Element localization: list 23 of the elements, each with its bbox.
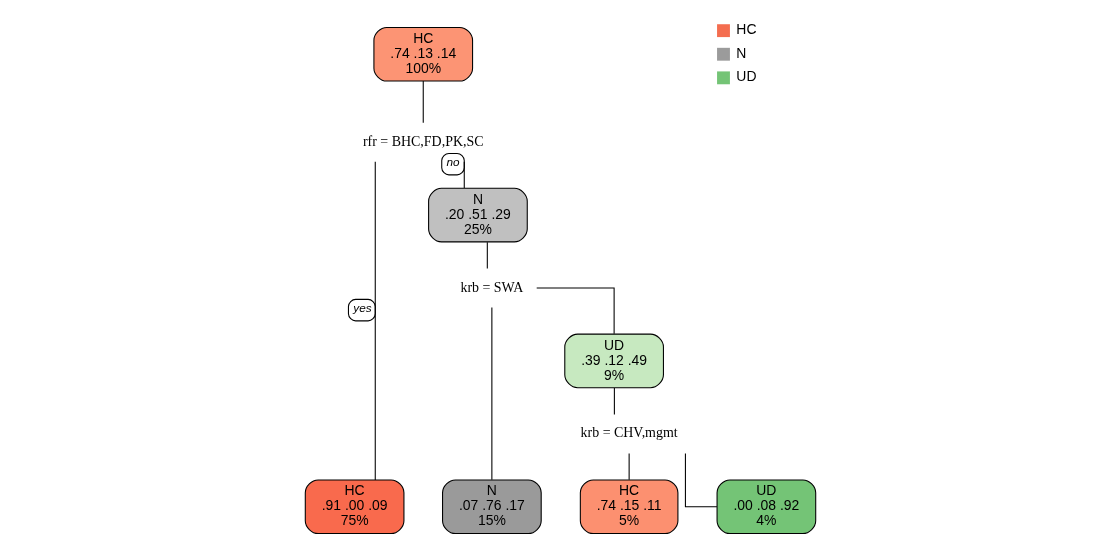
- connector: [490, 306, 492, 481]
- connector: [535, 287, 615, 335]
- node-text: rfr = BHC,FD,PK,SC: [362, 133, 484, 149]
- connector: [628, 452, 630, 481]
- legend-label: HC: [735, 21, 756, 38]
- connector: [422, 80, 424, 124]
- edge-label: no: [446, 155, 460, 169]
- node-text: krb = SWA: [459, 279, 523, 295]
- node-box: N .20 .51 .29 25%: [427, 187, 528, 243]
- node-box: UD .00 .08 .92 4%: [716, 479, 816, 535]
- node-box: HC .91 .00 .09 75%: [304, 479, 404, 535]
- connector: [486, 241, 488, 270]
- node-box: HC .74 .13 .14 100%: [372, 26, 473, 82]
- node-box: UD .39 .12 .49 9%: [563, 333, 664, 389]
- legend-label: UD: [735, 68, 756, 85]
- legend-label: N: [735, 44, 746, 61]
- edge-label: yes: [352, 301, 372, 315]
- node-box: HC .74 .15 .11 5%: [579, 479, 678, 535]
- node-text: krb = CHV,mgmt: [580, 425, 678, 441]
- node-box: N .07 .76 .17 15%: [441, 479, 542, 535]
- connector: [684, 452, 717, 508]
- connector: [374, 161, 376, 481]
- connector: [613, 387, 615, 415]
